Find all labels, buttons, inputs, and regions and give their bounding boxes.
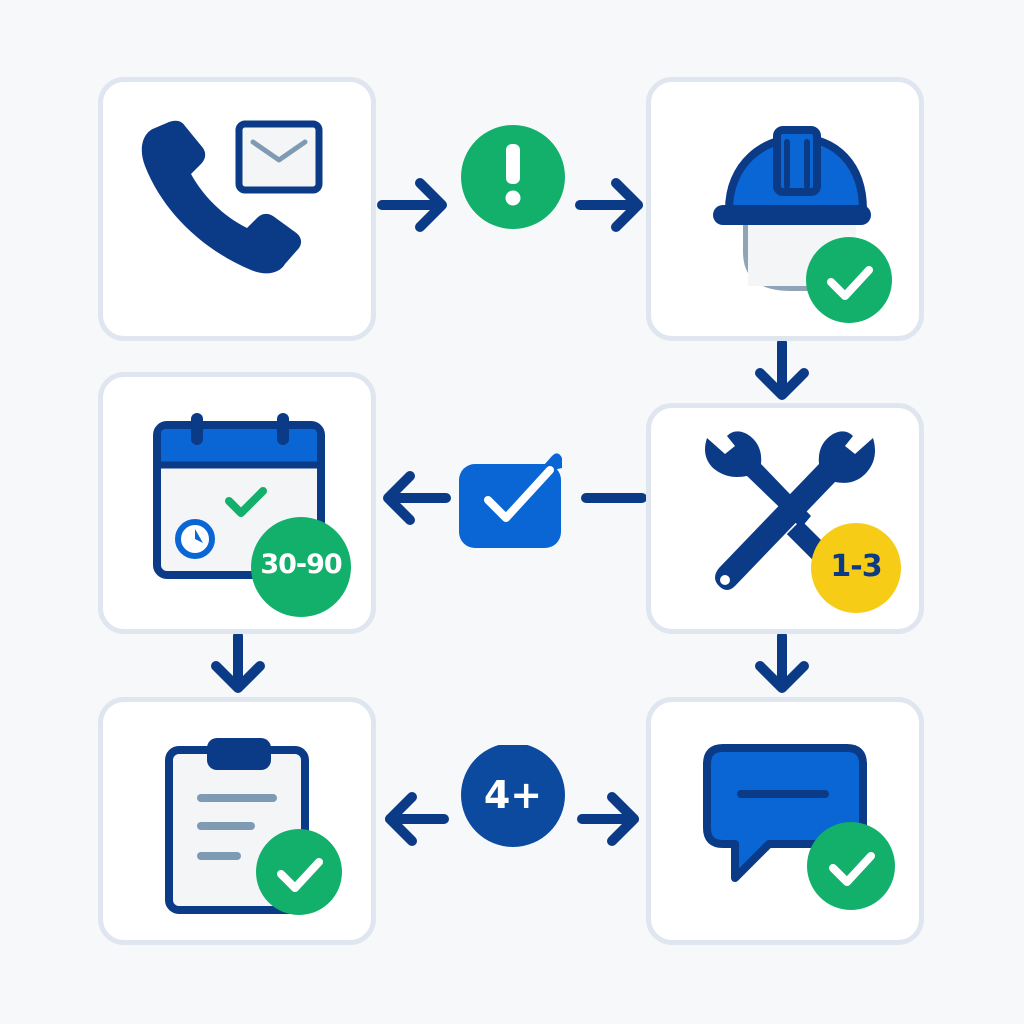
crossed-wrenches-icon bbox=[705, 431, 901, 613]
phone-envelope-icon bbox=[141, 120, 323, 274]
alert-icon bbox=[461, 125, 565, 229]
checkbox-icon bbox=[459, 453, 562, 548]
contact-card bbox=[98, 77, 376, 341]
phone-icon bbox=[141, 120, 302, 274]
arrow-down-icon bbox=[755, 634, 809, 693]
check-badge-icon bbox=[806, 237, 892, 323]
arrow-down-icon bbox=[755, 341, 809, 400]
hard-hat-icon bbox=[713, 126, 892, 323]
chat-bubble-icon bbox=[703, 744, 895, 910]
repair-duration-label: 1-3 bbox=[830, 549, 882, 584]
duration-badge bbox=[811, 523, 901, 613]
connector-schedule-to-report bbox=[208, 634, 268, 698]
connector-technician-to-repair bbox=[752, 341, 812, 405]
calendar-clock-icon bbox=[153, 413, 351, 617]
connector-repair-to-feedback bbox=[752, 634, 812, 698]
schedule-duration-label: 30-90 bbox=[260, 549, 342, 580]
report-card bbox=[98, 697, 376, 945]
arrow-right-icon bbox=[575, 178, 643, 232]
check-badge-icon bbox=[807, 822, 895, 910]
arrow-right-icon bbox=[377, 178, 447, 232]
connector-repair-to-schedule bbox=[376, 440, 646, 550]
arrow-left-icon bbox=[385, 792, 449, 846]
schedule-card: 30-90 bbox=[98, 372, 376, 634]
feedback-card bbox=[646, 697, 924, 945]
arrow-down-icon bbox=[211, 634, 265, 693]
connector-report-feedback: 4+ bbox=[376, 745, 646, 865]
clock-icon bbox=[175, 519, 215, 559]
connector-contact-to-technician: ! bbox=[376, 120, 646, 290]
check-badge-icon bbox=[256, 829, 342, 915]
arrow-right-icon bbox=[577, 792, 639, 846]
duration-badge bbox=[251, 517, 351, 617]
repair-card: 1-3 bbox=[646, 403, 924, 634]
arrow-left-icon bbox=[383, 471, 451, 525]
visit-count-label: 4+ bbox=[483, 773, 543, 817]
clipboard-icon bbox=[165, 738, 342, 915]
technician-card bbox=[646, 77, 924, 341]
count-badge bbox=[461, 745, 565, 847]
